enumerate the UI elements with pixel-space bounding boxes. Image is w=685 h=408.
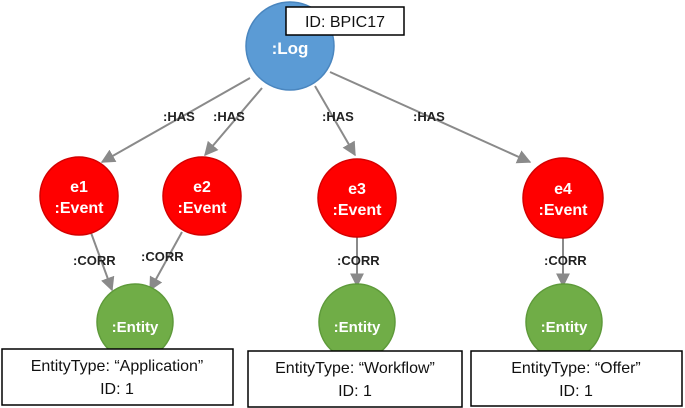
log-id-text: ID: BPIC17 <box>305 14 385 31</box>
has-edge-e3 <box>314 85 356 157</box>
entity-type-line: EntityType: “Workflow” <box>275 360 435 377</box>
log-node-label: :Log <box>272 39 309 58</box>
entity-label: :Entity <box>112 319 159 336</box>
entity-id-line: ID: 1 <box>100 381 134 398</box>
entity-box-application: EntityType: “Application” ID: 1 <box>1 348 234 406</box>
corr-labels: :CORR :CORR :CORR :CORR <box>73 249 587 268</box>
event-type: :Event <box>55 200 105 217</box>
has-labels: :HAS :HAS :HAS :HAS <box>163 109 445 124</box>
entity-box-workflow: EntityType: “Workflow” ID: 1 <box>247 350 463 408</box>
has-edges <box>100 71 532 164</box>
event-name: e4 <box>554 181 572 198</box>
event-name: e2 <box>193 179 211 196</box>
has-label-e1: :HAS <box>163 109 195 124</box>
log-id-box: ID: BPIC17 <box>285 6 405 36</box>
has-label-e2: :HAS <box>213 109 245 124</box>
entity-node-workflow: :Entity <box>318 283 396 361</box>
entity-id-line: ID: 1 <box>338 383 372 400</box>
has-label-e3: :HAS <box>322 109 354 124</box>
corr-edge-e1 <box>89 229 115 292</box>
event-name: e3 <box>348 181 366 198</box>
has-edge-e2 <box>204 87 263 157</box>
event-type: :Event <box>539 202 589 219</box>
event-type: :Event <box>333 202 383 219</box>
event-type: :Event <box>178 200 228 217</box>
entity-box-offer: EntityType: “Offer” ID: 1 <box>470 350 683 407</box>
entity-type-line: EntityType: “Application” <box>31 358 204 375</box>
corr-edges <box>89 229 570 292</box>
event-node-e3: e3 :Event <box>317 158 397 238</box>
corr-label-e1: :CORR <box>73 253 116 268</box>
entity-node-offer: :Entity <box>525 283 603 361</box>
entity-type-line: EntityType: “Offer” <box>511 360 641 377</box>
has-label-e4: :HAS <box>413 109 445 124</box>
event-node-e1: e1 :Event <box>39 156 119 236</box>
event-node-e4: e4 :Event <box>522 157 604 239</box>
entity-id-line: ID: 1 <box>559 383 593 400</box>
corr-edge-e2 <box>149 231 183 292</box>
has-edge-e1 <box>100 77 251 163</box>
event-name: e1 <box>70 179 88 196</box>
entity-node-application: :Entity <box>96 283 174 361</box>
has-edge-e4 <box>329 71 532 164</box>
corr-label-e3: :CORR <box>337 253 380 268</box>
corr-label-e2: :CORR <box>141 249 184 264</box>
event-node-e2: e2 :Event <box>162 156 242 236</box>
entity-label: :Entity <box>541 319 588 336</box>
corr-label-e4: :CORR <box>544 253 587 268</box>
entity-label: :Entity <box>334 319 381 336</box>
